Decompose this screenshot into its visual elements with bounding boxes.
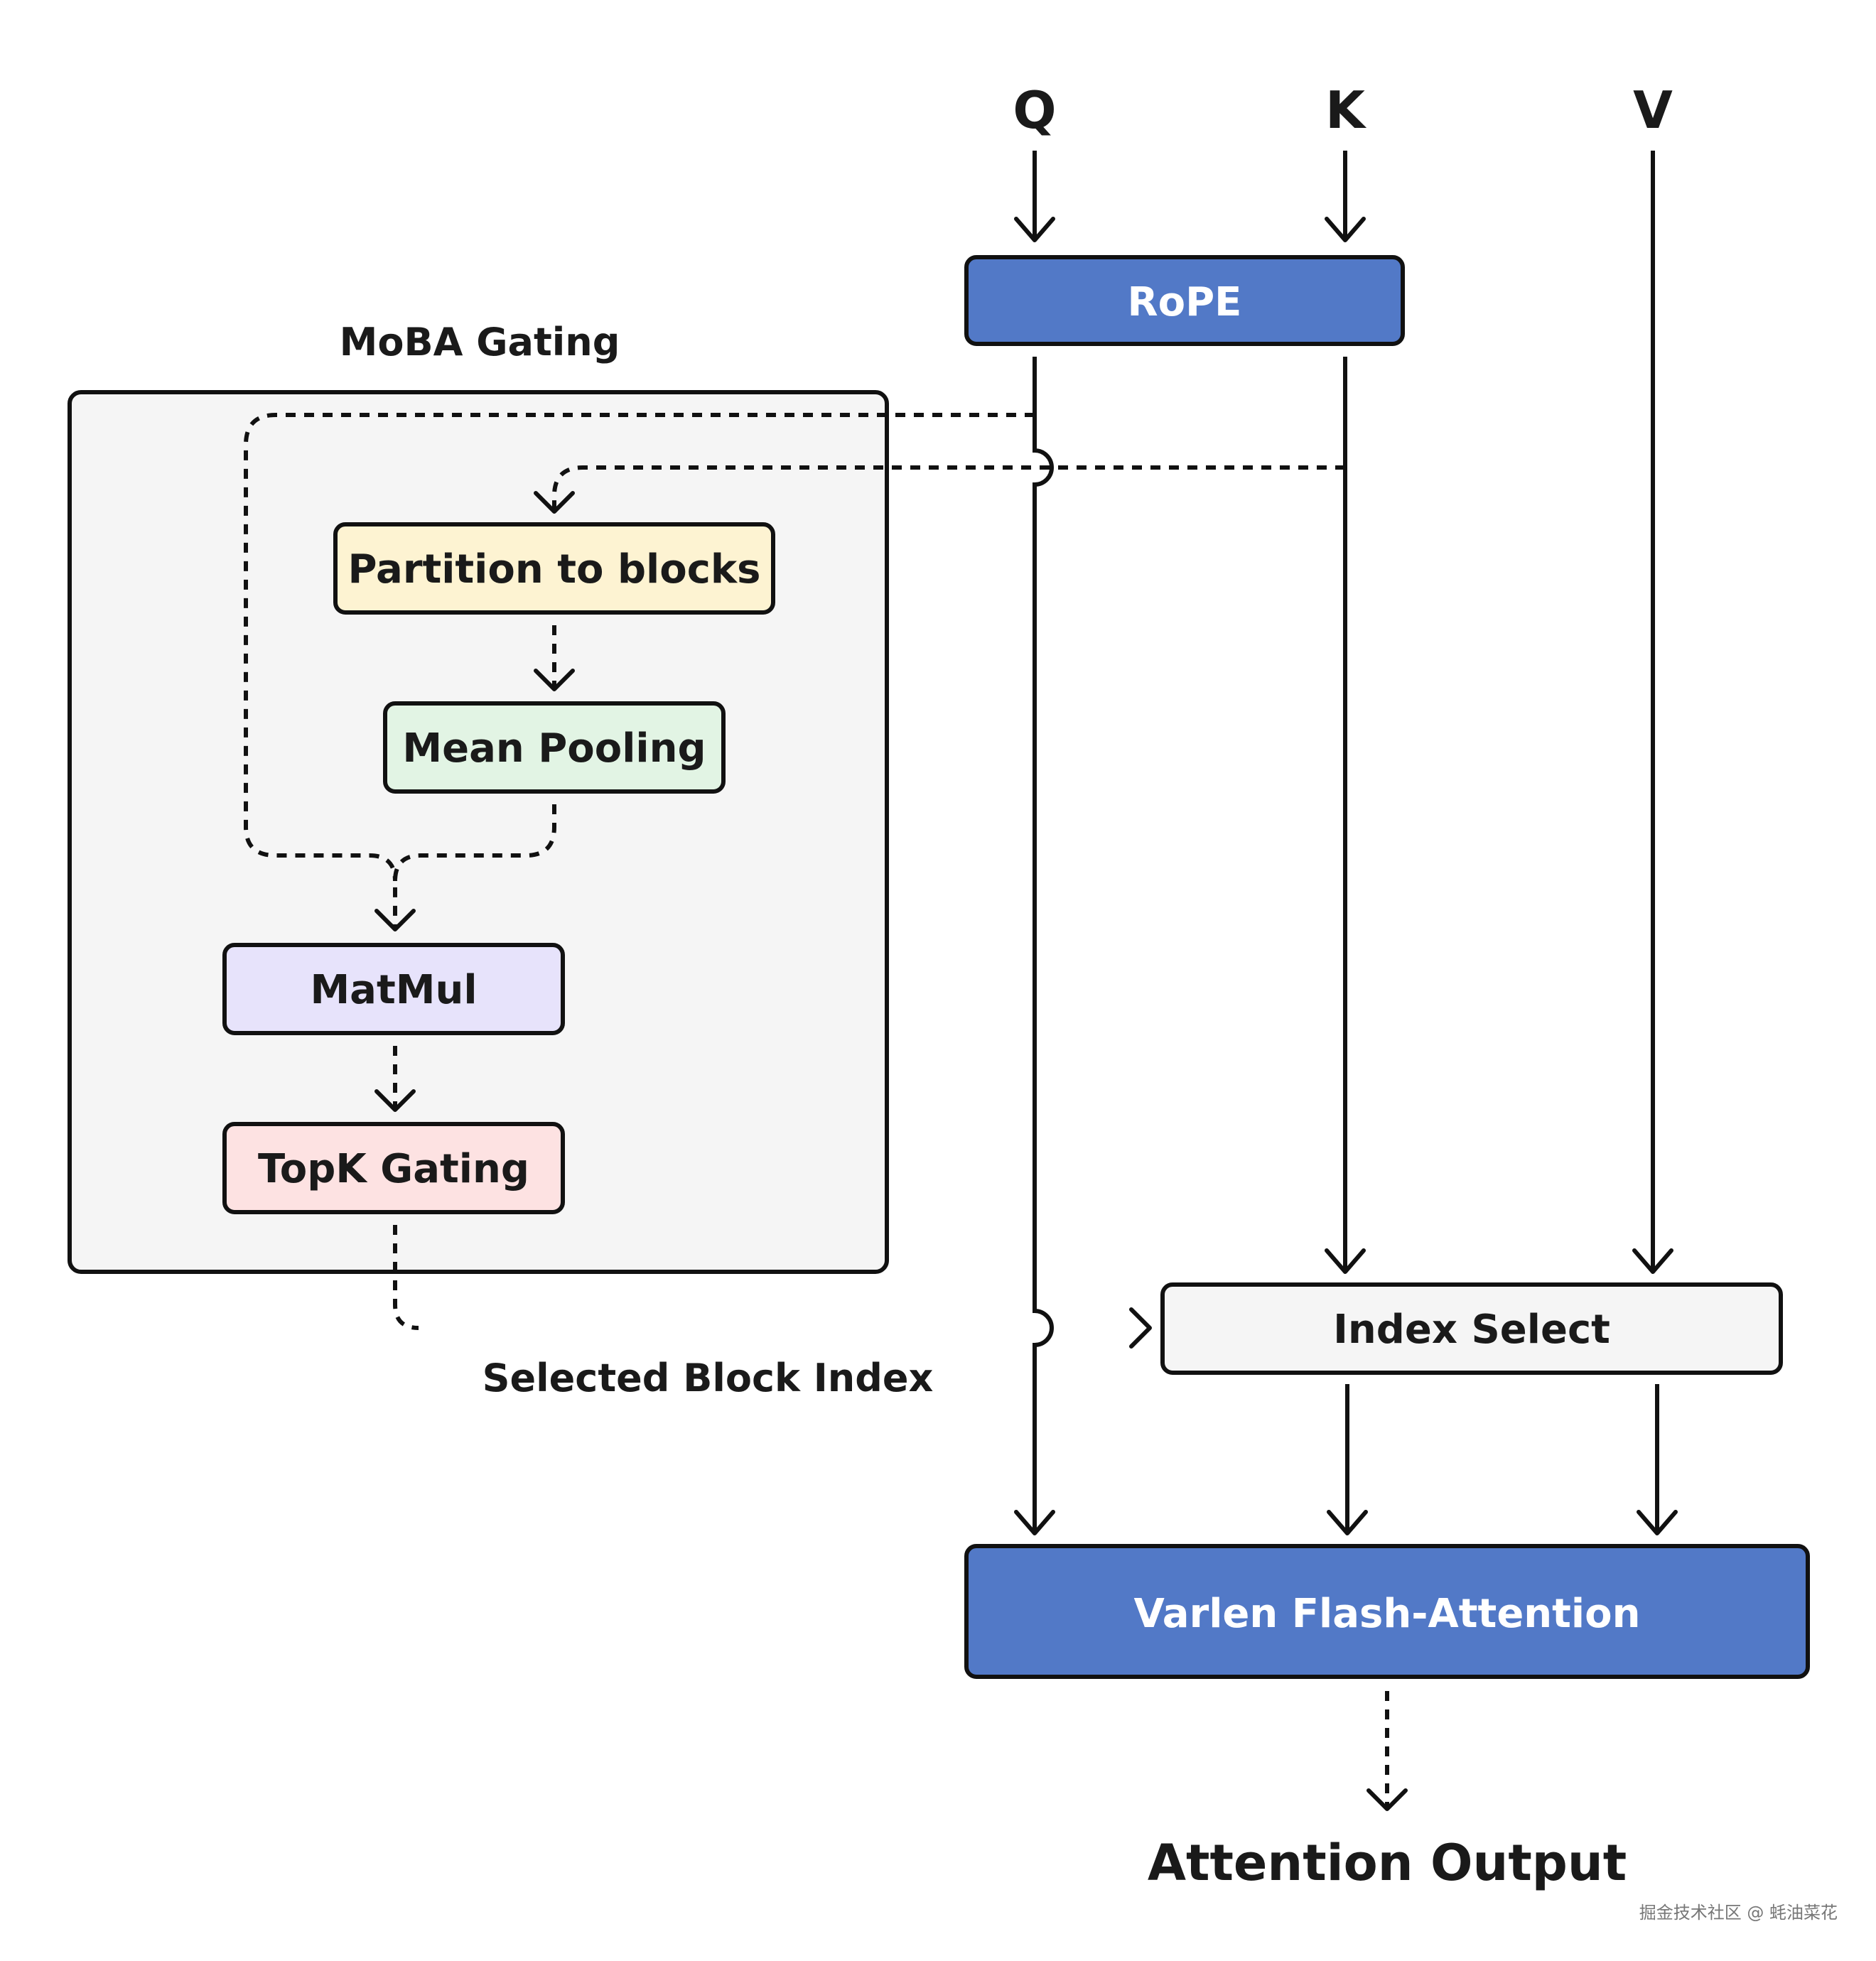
flash-to-output-arrowhead xyxy=(1366,1788,1408,1811)
k-to-index-arrowhead xyxy=(1325,1248,1366,1274)
mean-pooling-box xyxy=(383,701,726,794)
rope-box xyxy=(964,255,1405,346)
watermark: 掘金技术社区 @ 蚝油菜花 xyxy=(1639,1903,1838,1923)
q-to-rope-arrowhead xyxy=(1014,217,1055,242)
to-matmul-arrowhead xyxy=(374,909,416,931)
mean-pooling-label: Mean Pooling xyxy=(402,725,706,772)
matmul-box xyxy=(222,943,565,1035)
k-input-label: K xyxy=(1325,80,1366,140)
pooling-to-matmul-line xyxy=(393,804,556,929)
selected-block-index-line xyxy=(393,1225,419,1330)
k-to-partition-arrowhead xyxy=(534,491,575,514)
index-select-box xyxy=(1160,1282,1783,1375)
partition-to-pooling-arrowhead xyxy=(534,669,575,691)
v-to-index-arrowhead xyxy=(1632,1248,1673,1274)
matmul-to-topk-arrowhead xyxy=(374,1089,416,1112)
index-v-to-flash-arrowhead xyxy=(1637,1510,1678,1535)
q-dashed-branch xyxy=(244,413,1035,882)
partition-label: Partition to blocks xyxy=(348,546,761,593)
flash-attention-label: Varlen Flash-Attention xyxy=(1134,1591,1641,1637)
partition-box xyxy=(333,522,775,615)
q-input-label: Q xyxy=(1013,80,1056,140)
k-to-rope-arrowhead xyxy=(1325,217,1366,242)
flash-attention-box xyxy=(964,1544,1810,1679)
index-k-to-flash-arrowhead xyxy=(1327,1510,1368,1535)
topk-box xyxy=(222,1122,565,1214)
selected-block-index-label: Selected Block Index xyxy=(483,1356,934,1400)
q-main-line xyxy=(1033,357,1054,1533)
to-index-select-arrowhead xyxy=(1129,1307,1152,1349)
k-dashed-branch xyxy=(552,465,1345,512)
rope-label: RoPE xyxy=(1128,279,1242,325)
attention-output-label: Attention Output xyxy=(1148,1834,1627,1892)
topk-label: TopK Gating xyxy=(258,1146,529,1192)
q-to-flash-arrowhead xyxy=(1014,1510,1055,1535)
matmul-label: MatMul xyxy=(310,967,477,1013)
moba-gating-label: MoBA Gating xyxy=(340,320,620,364)
index-select-label: Index Select xyxy=(1333,1307,1610,1353)
v-input-label: V xyxy=(1633,80,1673,140)
